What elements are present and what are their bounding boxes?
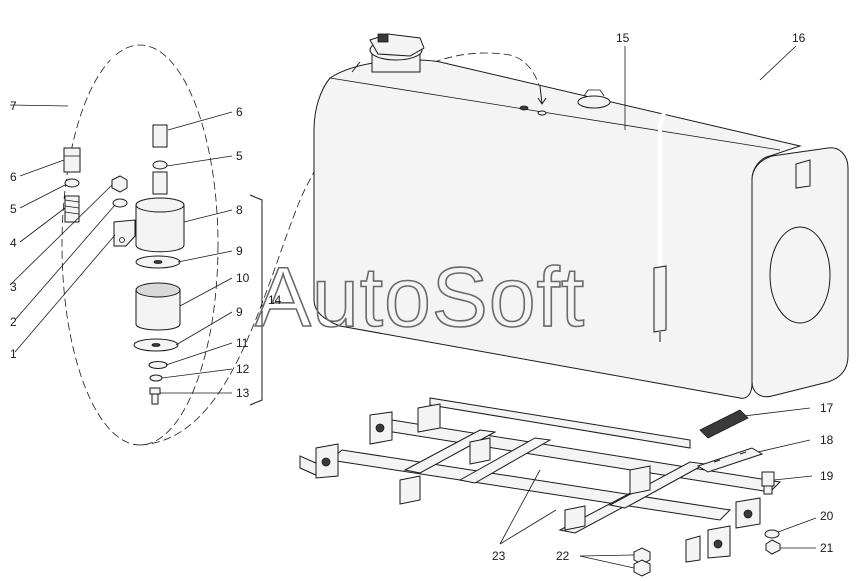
tank-end-boss [769,226,831,324]
callout-1: 1 [10,347,17,361]
bolt-19 [761,471,775,487]
callout-11: 11 [236,336,249,350]
callout-4: 4 [10,236,17,250]
bracket-1 [113,219,136,247]
bolt-13 [149,387,161,395]
callout-5-right: 5 [236,149,243,163]
washer-12 [149,374,163,382]
callout-16: 16 [792,31,806,45]
washer-2 [112,198,128,208]
callout-19: 19 [820,469,834,483]
nut-21 [765,539,781,555]
callout-2: 2 [10,315,17,329]
callout-22: 22 [556,549,570,563]
callout-6-right: 6 [236,105,243,119]
callout-12: 12 [236,362,250,376]
washer-11 [148,361,168,369]
mounting-frame-23 [299,397,782,563]
sleeve-6-left [63,147,81,173]
nut-22-a [633,547,651,565]
tube-part-7 [69,57,159,140]
callout-14: 14 [268,293,282,307]
callout-20: 20 [820,509,834,523]
callout-6-left: 6 [10,170,17,184]
pad-17 [699,409,749,439]
callout-17: 17 [820,401,834,415]
fitting-4 [64,195,80,223]
callout-21: 21 [820,541,834,555]
callout-23: 23 [492,549,506,563]
ring-5-right [152,160,168,170]
callout-10: 10 [236,271,250,285]
washer-20 [764,529,780,539]
nut-3 [111,175,128,193]
callout-9-top: 9 [236,244,243,258]
callout-18: 18 [820,433,834,447]
sleeve-6-right [152,124,168,148]
callout-3: 3 [10,280,17,294]
sensor-flange [577,95,611,109]
callout-9-bottom: 9 [236,305,243,319]
plate-18 [696,447,764,473]
bracket-14 [249,194,263,406]
callout-7: 7 [10,99,17,113]
callout-15: 15 [616,31,630,45]
callout-5-left: 5 [10,202,17,216]
callout-13: 13 [236,386,250,400]
callout-8: 8 [236,203,243,217]
fuel-tank-body [313,59,802,399]
ring-5-left [64,178,80,188]
nut-22-b [633,559,651,577]
watermark-text: AutoSoft [255,250,585,344]
